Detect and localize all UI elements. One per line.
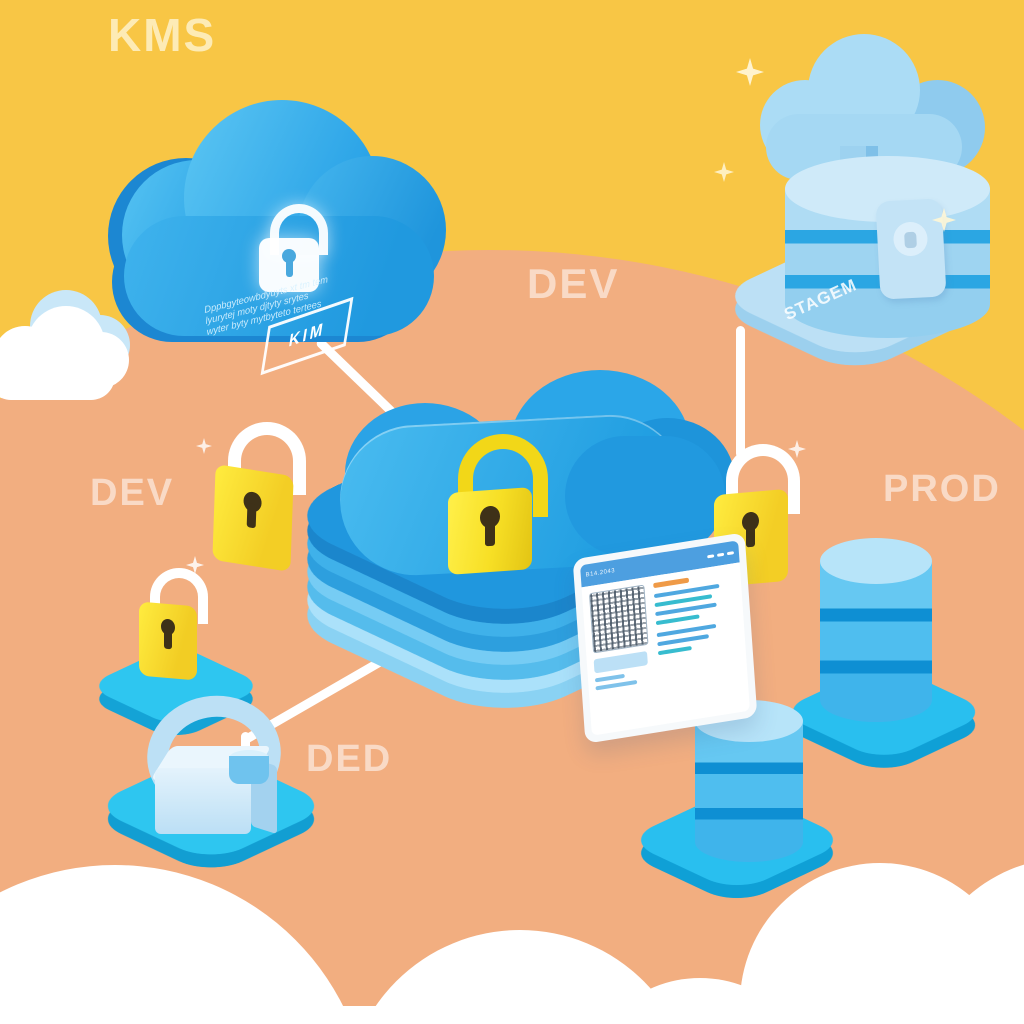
panel-control-icon — [726, 550, 734, 555]
shield-badge-icon — [875, 198, 947, 300]
env-label-text: DEV — [90, 472, 175, 514]
kms-tag-text: KIM — [287, 319, 327, 352]
panel-header-title: B14.2043 — [585, 567, 616, 579]
backup-database — [623, 698, 855, 907]
side-cloud — [0, 290, 135, 425]
keyhole-stem — [746, 523, 755, 548]
panel-control-icon — [707, 553, 715, 558]
env-label-text: KMS — [108, 9, 217, 61]
key-device — [89, 685, 375, 898]
cloud-front-right — [565, 436, 725, 556]
connector-stage-to-stack — [736, 326, 745, 458]
device-button — [229, 756, 269, 784]
keyhole-stem — [164, 628, 172, 650]
padlock-shackle — [150, 568, 208, 624]
panel-content — [581, 562, 750, 736]
env-label-text: DED — [306, 738, 393, 780]
panel-control-icon — [716, 552, 725, 557]
panel-text-line — [655, 614, 700, 626]
security-panel: B14.2043 — [572, 532, 758, 744]
panel-text-line — [595, 679, 638, 691]
keyhole-stem — [246, 503, 257, 529]
padlock-body — [212, 464, 294, 572]
db-body — [695, 720, 803, 862]
env-label-ded: DED — [306, 738, 392, 781]
db-top — [820, 538, 932, 584]
db-body — [820, 560, 932, 722]
panel-highlight-bar — [593, 650, 648, 674]
env-label-prod: PROD — [883, 468, 1001, 511]
env-label-dev-left: DEV — [90, 472, 174, 515]
env-label-dev-top: DEV — [527, 260, 619, 308]
padlock-body — [448, 487, 532, 575]
panel-accent-line — [653, 577, 690, 589]
keyhole-stem — [485, 519, 495, 547]
padlock-body — [139, 601, 197, 681]
stage-tower: STAGEM — [713, 28, 1024, 388]
panel-text-line — [594, 673, 625, 683]
prod-database — [776, 538, 1000, 778]
lock-shackle-icon — [270, 204, 328, 255]
cloud-base — [0, 352, 115, 400]
env-label-kms: KMS — [108, 8, 216, 62]
lock-body-icon — [259, 238, 319, 292]
env-label-text: DEV — [527, 260, 620, 307]
qr-code-icon — [588, 584, 649, 654]
badge-lock-dot — [904, 231, 917, 249]
panel-text-line — [657, 645, 692, 656]
kms-cloud: Dppbgyteowbdyuyts xt tm tem lyurytej mot… — [108, 98, 448, 358]
env-label-text: PROD — [883, 468, 1001, 510]
keyhole-stem — [286, 259, 293, 277]
